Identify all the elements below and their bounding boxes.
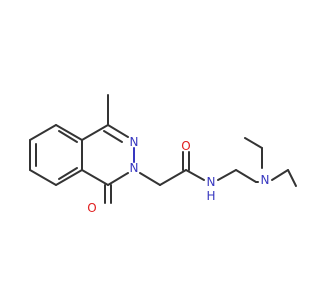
atom-n-amide: N (207, 175, 216, 189)
bond (55, 169, 83, 186)
double-bond (103, 130, 123, 143)
double-bond (58, 167, 78, 180)
atom-o-ring-carbonyl: O (87, 201, 96, 215)
ethyl-bond (271, 169, 289, 181)
atom-labels: N N O O N H N (87, 135, 269, 215)
bond (217, 169, 237, 181)
bond (185, 169, 205, 181)
bond (107, 172, 129, 186)
atom-n-ring-1: N (130, 135, 139, 149)
ethyl-bond (287, 169, 297, 187)
atom-n-amine: N (261, 173, 270, 187)
bond (29, 124, 57, 141)
bond (81, 124, 109, 141)
atom-h-amide: H (206, 189, 215, 203)
double-bond (58, 130, 78, 143)
molecule-diagram: N N O O N H N (29, 94, 297, 215)
bond (235, 169, 257, 183)
atom-o-amide: O (181, 139, 190, 153)
bond (81, 169, 109, 186)
bond (159, 169, 187, 186)
bond (107, 124, 129, 138)
ethyl-bond (244, 137, 263, 149)
bond (55, 124, 83, 141)
bond (29, 169, 57, 186)
side-chain (139, 137, 297, 187)
benzene-ring (29, 124, 83, 186)
pyridazinone-ring (81, 94, 135, 204)
bond (139, 172, 161, 186)
atom-n-ring-2: N (130, 161, 139, 175)
